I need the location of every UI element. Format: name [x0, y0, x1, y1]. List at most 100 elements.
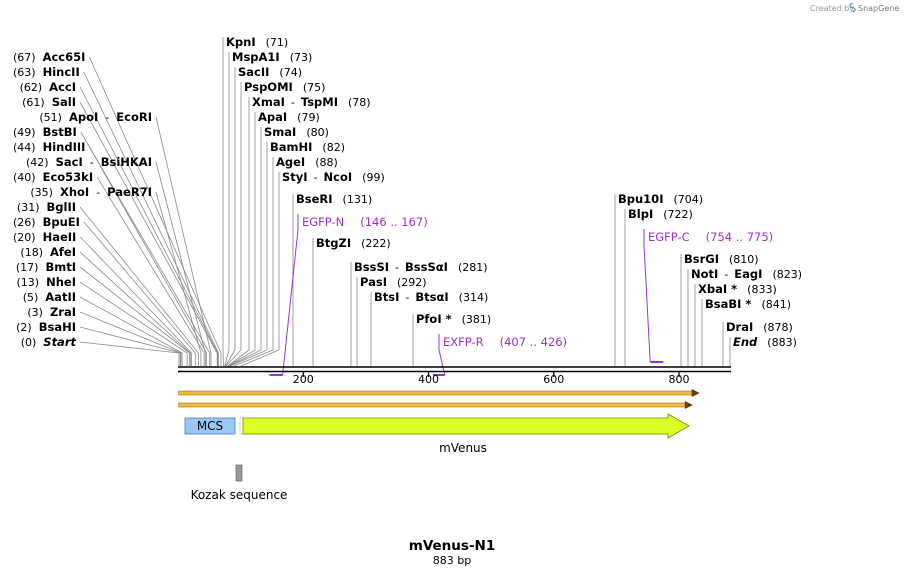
site-bpu10i-704[interactable]: Bpu10I(704)	[618, 192, 703, 206]
site-name: HincII	[43, 65, 80, 79]
site-btsi-314[interactable]: BtsI-BtsαI(314)	[374, 290, 488, 304]
site-separator: -	[395, 261, 399, 274]
site-position: (88)	[315, 156, 338, 169]
site-hincii-63[interactable]: (63) HincII	[13, 65, 80, 79]
feature-kozak-sequence[interactable]: Kozak sequence	[191, 464, 288, 502]
site-saci-42[interactable]: (42)SacI-BsiHKAI	[26, 155, 152, 169]
site-haeii-20[interactable]: (20)HaeII	[13, 230, 76, 244]
site-bamhi-82[interactable]: BamHI(82)	[270, 140, 345, 154]
feature-mcs[interactable]: MCS	[184, 417, 236, 435]
site-leader-line	[155, 161, 206, 354]
site-bseri-131[interactable]: BseRI(131)	[296, 192, 372, 206]
feature-mvenus[interactable]: mVenus	[239, 413, 690, 455]
site-name: KpnI	[226, 35, 256, 49]
site-bsahi-2[interactable]: (2)BsaHI	[16, 320, 76, 334]
site-name: ApoI	[69, 110, 98, 124]
site-nhei-13[interactable]: (13)NheI	[17, 275, 76, 289]
site-bsssi-281[interactable]: BssSI-BssSαI(281)	[354, 260, 488, 274]
primer-connector	[643, 229, 651, 363]
site-name: PasI	[360, 275, 387, 289]
site-blpi-722[interactable]: BlpI(722)	[628, 207, 693, 221]
site-bsabi-841[interactable]: BsaBI *(841)	[705, 297, 791, 311]
site-name: BsaBI *	[705, 297, 751, 311]
feature-orf-2[interactable]	[178, 401, 693, 409]
site-bstbi-49[interactable]: (49)BstBI	[13, 125, 77, 139]
site-name: AfeI	[50, 245, 76, 259]
scale-tick-label: 400	[418, 373, 439, 386]
site-name: BtsI	[374, 290, 399, 304]
site-name: ZraI	[50, 305, 76, 319]
site-drai-878[interactable]: DraI(878)	[726, 320, 793, 334]
site-position: (99)	[362, 171, 385, 184]
site-name: BtgZI	[316, 236, 351, 250]
site-name: NheI	[46, 275, 76, 289]
site-position: (49)	[13, 126, 36, 139]
orf-bar	[178, 402, 688, 408]
site-start-0[interactable]: (0)Start	[21, 335, 77, 349]
site-xbai-833[interactable]: XbaI *(833)	[698, 282, 777, 296]
site-leader-line	[80, 131, 211, 354]
site-cut-mark	[224, 349, 230, 367]
site-noti-823[interactable]: NotI-EagI(823)	[691, 267, 802, 281]
site-acci-62[interactable]: (62)AccI	[20, 80, 76, 94]
site-leader-line	[79, 266, 190, 354]
site-separator: -	[405, 291, 409, 304]
site-position: (0)	[21, 336, 37, 349]
site-position: (78)	[348, 96, 371, 109]
primer-exfp-r[interactable]: EXFP-R(407 .. 426)	[432, 334, 567, 376]
site-end-883[interactable]: End(883)	[733, 335, 797, 349]
site-leader-line	[83, 71, 219, 354]
site-xmai-78[interactable]: XmaI-TspMI(78)	[252, 95, 371, 109]
site-cut-mark	[228, 349, 256, 367]
site-position: (722)	[663, 208, 693, 221]
site-position: (63)	[13, 66, 36, 79]
site-btgzi-222[interactable]: BtgZI (222)	[316, 236, 391, 250]
site-bpuei-26[interactable]: (26)BpuEI	[13, 215, 80, 229]
site-name: ApaI	[258, 110, 287, 124]
site-name: BssSI	[354, 260, 389, 274]
scale-tick-label: 200	[293, 373, 314, 386]
site-agei-88[interactable]: AgeI(88)	[276, 155, 338, 169]
site-bmti-17[interactable]: (17)BmtI	[16, 260, 76, 274]
site-bglii-31[interactable]: (31)BglII	[17, 200, 76, 214]
site-zrai-3[interactable]: (3)ZraI	[27, 305, 76, 319]
site-leader-line	[79, 341, 180, 354]
feature-orf-1[interactable]	[178, 389, 700, 397]
site-name: HindIII	[43, 140, 86, 154]
site-pspomi-75[interactable]: PspOMI(75)	[244, 80, 325, 94]
site-position: (2)	[16, 321, 32, 334]
site-smai-80[interactable]: SmaI(80)	[264, 125, 329, 139]
site-leader-line	[155, 191, 202, 354]
site-pfoi-381[interactable]: PfoI *(381)	[416, 312, 491, 326]
site-position: (823)	[772, 268, 802, 281]
site-acc65i-67[interactable]: (67)Acc65I	[13, 50, 85, 64]
primer-egfp-c[interactable]: EGFP-C(754 .. 775)	[643, 229, 773, 363]
site-apoi-51[interactable]: (51)ApoI-EcoRI	[39, 110, 152, 124]
site-pasi-292[interactable]: PasI(292)	[360, 275, 427, 289]
site-separator: -	[314, 171, 318, 184]
site-bsrgi-810[interactable]: BsrGI(810)	[684, 252, 759, 266]
site-sacii-74[interactable]: SacII(74)	[238, 65, 302, 79]
site-sali-61[interactable]: (61)SalI	[22, 95, 76, 109]
site-afei-18[interactable]: (18)AfeI	[20, 245, 76, 259]
site-eco53ki-40[interactable]: (40)Eco53kI	[13, 170, 93, 184]
site-name-secondary: EagI	[734, 267, 762, 281]
site-aatii-5[interactable]: (5)AatII	[23, 290, 76, 304]
site-leader-line	[79, 101, 218, 354]
site-position: (810)	[729, 253, 759, 266]
site-position: (222)	[361, 237, 391, 250]
site-xhoi-35[interactable]: (35)XhoI-PaeR7I	[30, 185, 152, 199]
site-styi-99[interactable]: StyI-NcoI(99)	[282, 170, 385, 184]
site-mspa1i-73[interactable]: MspA1I(73)	[232, 50, 312, 64]
site-position: (40)	[13, 171, 36, 184]
site-hindiii-44[interactable]: (44)HindIII	[13, 140, 85, 154]
primer-egfp-n[interactable]: EGFP-N(146 .. 167)	[269, 214, 428, 376]
site-apai-79[interactable]: ApaI(79)	[258, 110, 320, 124]
primer-connector	[282, 214, 299, 376]
site-kpni-71[interactable]: KpnI(71)	[226, 35, 288, 49]
site-cut-mark	[233, 349, 274, 367]
site-position: (883)	[767, 336, 797, 349]
site-name: XmaI	[252, 95, 285, 109]
